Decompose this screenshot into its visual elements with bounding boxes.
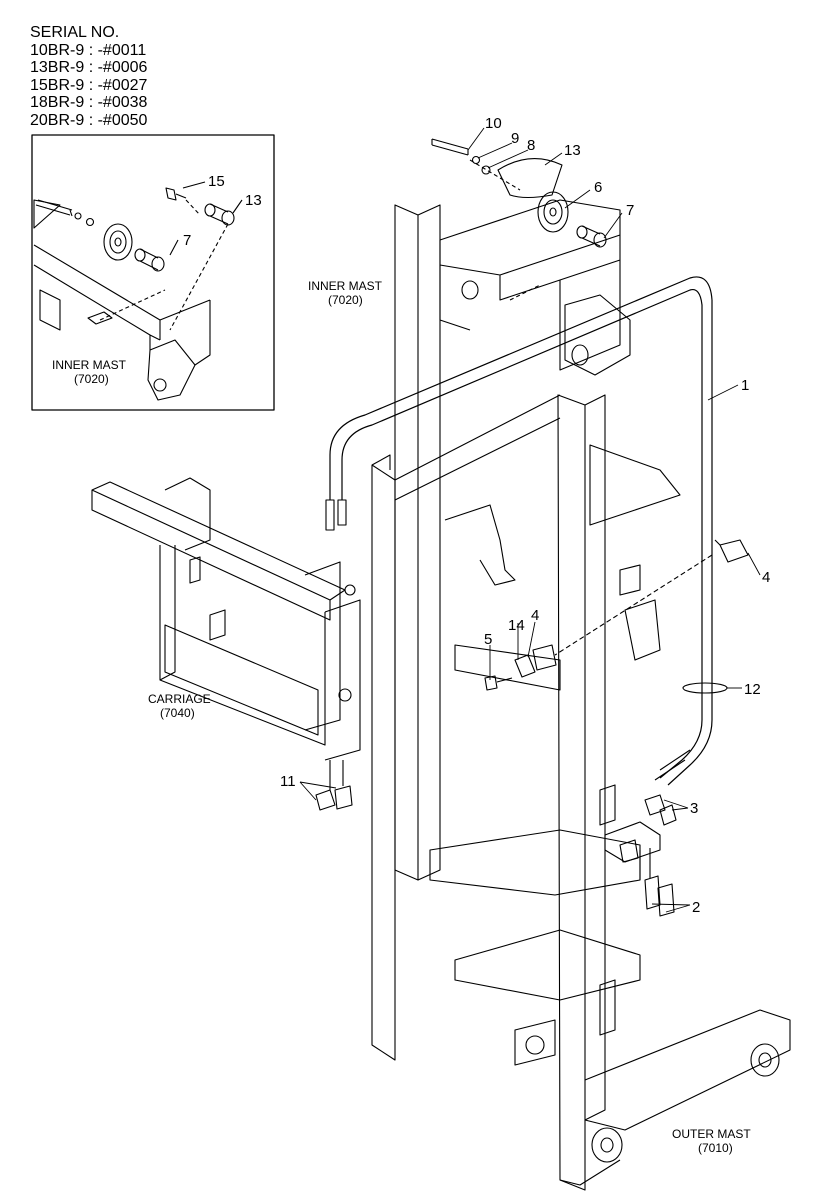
inset-bolt	[35, 199, 73, 217]
inset-leader	[169, 181, 243, 256]
carriage	[91, 477, 361, 761]
label-inner-mast-name: INNER MAST	[308, 279, 383, 293]
inset-callout-7: 7	[183, 232, 191, 249]
callout-2: 2	[692, 899, 700, 916]
callout-13: 13	[564, 142, 581, 159]
band-12	[682, 682, 728, 694]
pulley-6	[537, 191, 569, 233]
nut-8	[481, 165, 491, 175]
plate-14	[514, 654, 536, 678]
inner-mast-mid-bracket	[444, 504, 516, 586]
serial-line: 13BR-9 : -#0006	[30, 59, 148, 76]
inner-mast-side-rail	[439, 260, 621, 371]
callout-14: 14	[508, 617, 525, 634]
callout-4-lower: 4	[531, 607, 539, 624]
label-outer-mast-code: (7010)	[698, 1141, 733, 1155]
inset-washer	[74, 212, 82, 220]
inner-mast	[394, 199, 681, 881]
label-inner-mast-code: (7020)	[328, 293, 363, 307]
serial-line: 20BR-9 : -#0050	[30, 111, 148, 129]
inset-dashed-guide	[99, 199, 229, 331]
callout-5: 5	[484, 631, 492, 648]
callout-1: 1	[741, 377, 749, 394]
carriage-frame	[159, 545, 326, 746]
serial-line: 15BR-9 : -#0027	[30, 76, 148, 94]
serial-line: 10BR-9 : -#0011	[30, 41, 147, 59]
inset-beam-end	[33, 199, 61, 229]
pulley-assembly	[431, 138, 607, 301]
callout-8: 8	[527, 137, 535, 154]
inset-beam	[33, 244, 211, 366]
callout-12: 12	[744, 681, 761, 698]
hose-fittings	[325, 499, 691, 781]
valve-block	[604, 821, 661, 880]
inset-bracket	[39, 289, 61, 331]
inset-detail: 15 13 7 INNER MAST (7020)	[31, 134, 275, 411]
inset-screw	[165, 187, 187, 201]
assembly-guide-dashed	[469, 159, 541, 301]
inner-mast-lower-bracket	[599, 784, 616, 826]
inset-callout-15: 15	[208, 173, 225, 190]
callout-11: 11	[280, 773, 296, 790]
label-carriage-name: CARRIAGE	[148, 692, 211, 706]
fittings-2	[644, 875, 675, 917]
callout-6: 6	[594, 179, 602, 196]
serial-line: 18BR-9 : -#0038	[30, 94, 148, 111]
outer-mast-right-rail	[557, 394, 606, 1191]
label-carriage-code: (7040)	[160, 706, 195, 720]
carriage-plate	[164, 624, 319, 736]
leader-lines	[299, 127, 761, 913]
inset-label-name: INNER MAST	[52, 358, 127, 372]
carriage-backrest	[164, 477, 211, 551]
inner-mast-top-beam	[439, 199, 621, 301]
elbow-fittings-3	[644, 794, 677, 826]
inset-plate	[87, 311, 113, 325]
outer-mast-trunnion	[750, 1043, 780, 1077]
hose-1	[329, 276, 713, 786]
inset-pulley	[103, 223, 133, 261]
outer-mast-cross-member	[394, 394, 561, 691]
callout-9: 9	[511, 130, 519, 147]
callout-10: 10	[485, 115, 502, 132]
serial-heading: SERIAL NO.	[30, 24, 120, 41]
inner-mast-top-block	[564, 294, 631, 376]
inset-frame	[31, 134, 275, 411]
callout-4-upper: 4	[762, 569, 770, 586]
clamp-4-upper	[714, 539, 749, 563]
screw-5	[484, 675, 513, 691]
washer-9	[471, 155, 481, 165]
callout-7: 7	[626, 202, 634, 219]
outer-mast-left-rail	[371, 454, 396, 1061]
inset-block	[147, 339, 196, 401]
outer-mast-base	[584, 1009, 791, 1131]
elbow-fittings-11	[315, 760, 353, 811]
clamp-guide-dashed	[554, 554, 713, 656]
outer-mast	[371, 394, 791, 1191]
inset-nut	[85, 217, 95, 227]
cover-13	[497, 158, 563, 199]
label-outer-mast-name: OUTER MAST	[672, 1127, 751, 1141]
outer-mast-lower-tie	[429, 829, 641, 896]
inner-mast-left-rail	[394, 204, 441, 881]
callout-3: 3	[690, 800, 698, 817]
clamp-4-lower	[532, 644, 557, 671]
inset-label-code: (7020)	[74, 372, 109, 386]
bolt-10	[431, 138, 469, 156]
carriage-top-bar	[91, 481, 346, 621]
serial-number-block: SERIAL NO. 10BR-9 : -#0011 13BR-9 : -#00…	[30, 24, 147, 129]
inset-callout-13: 13	[245, 192, 262, 209]
